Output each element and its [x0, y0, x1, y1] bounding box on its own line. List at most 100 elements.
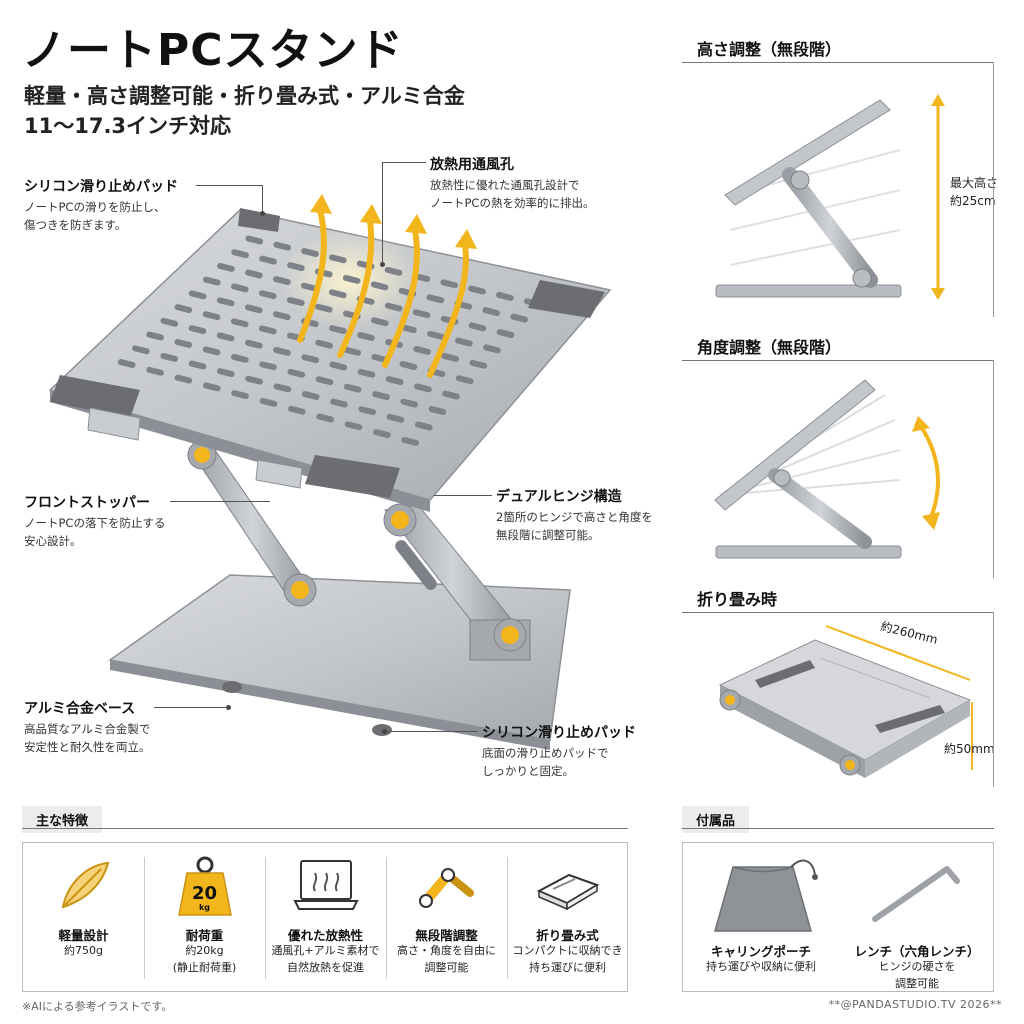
vent-slot	[259, 361, 277, 371]
page-title: ノートPCスタンド	[22, 25, 404, 76]
panel-folded-title: 折り畳み時	[697, 590, 778, 609]
vent-slot	[160, 317, 179, 327]
leader-dot	[260, 211, 265, 216]
accessories-box: キャリングポーチ 持ち運びや収納に便利 レンチ（六角レンチ） ヒンジの硬さを 調…	[682, 842, 994, 992]
weight-icon	[178, 856, 232, 916]
vent-slot	[174, 374, 193, 384]
callout-silicone-top-title: シリコン滑り止めパッド	[24, 179, 178, 195]
vent-slot	[343, 346, 362, 356]
vent-slot	[314, 303, 333, 313]
vent-slot	[301, 354, 320, 364]
vent-slot	[357, 332, 375, 341]
feature-lightweight: 軽量設計 約750g	[23, 843, 144, 993]
weight-icon-number: 20	[191, 883, 218, 904]
vent-slot	[273, 241, 292, 251]
height-adjust-diagram	[715, 99, 902, 298]
feature-name: 耐荷重	[185, 928, 224, 943]
vent-slot	[455, 375, 474, 385]
feature-separator	[507, 857, 508, 979]
vent-slot	[273, 276, 291, 286]
front-arm	[383, 503, 531, 661]
weight-icon-unit: kg	[198, 903, 211, 912]
pouch-icon	[714, 859, 818, 932]
callout-front-stopper-desc: ノートPCの落下を防止する 安心設計。	[24, 516, 166, 549]
vent-slot	[329, 361, 348, 371]
vent-slot	[496, 291, 514, 301]
feature-separator	[386, 857, 387, 979]
accessory-desc: 持ち運びや収納に便利	[706, 960, 816, 973]
accessory-name: キャリングポーチ	[710, 944, 811, 959]
vent-slot	[146, 366, 164, 376]
vent-slot	[414, 383, 432, 393]
vent-slot	[188, 325, 207, 335]
vent-slot	[384, 302, 403, 312]
vent-slot	[414, 421, 433, 431]
vent-slot	[245, 375, 263, 385]
vent-slot	[469, 359, 488, 369]
vent-slot	[188, 290, 207, 300]
feature-name: 優れた放熱性	[287, 928, 363, 943]
laptop-stand-illustration	[48, 194, 612, 750]
callout-dual-hinge-title: デュアルヒンジ構造	[496, 489, 622, 505]
heat-arrow-heads	[310, 194, 477, 249]
vent-slot	[344, 421, 363, 431]
vent-slot	[231, 390, 249, 400]
vent-slot	[328, 289, 347, 299]
vent-slot	[412, 309, 431, 319]
ai-illustration-note: ※AIによる参考イラストです。	[22, 1000, 173, 1013]
leader-line	[434, 495, 492, 496]
callout-vents-desc: 放熱性に優れた通風孔設計で ノートPCの熱を効率的に排出。	[430, 178, 595, 211]
vent-slot	[400, 398, 419, 408]
vent-slot	[442, 390, 460, 400]
height-arrow-icon	[931, 94, 945, 300]
panel-rule	[682, 62, 994, 63]
panel-vrule	[993, 612, 994, 787]
vent-slot	[244, 339, 263, 349]
callout-silicone-bottom-title: シリコン滑り止めパッド	[482, 725, 636, 741]
laptop-heat-icon	[293, 860, 359, 910]
leader-dot	[380, 262, 385, 267]
vent-slot	[301, 248, 319, 257]
feature-separator	[265, 857, 266, 979]
vent-slot	[174, 304, 193, 314]
top-pad-back-right	[528, 280, 605, 318]
vent-slot	[230, 353, 249, 363]
vent-slot	[496, 329, 515, 338]
panel-rule	[22, 828, 628, 829]
hinge-arm-icon	[419, 868, 474, 908]
vent-slot	[428, 406, 447, 415]
top-pad-front-right	[305, 455, 400, 498]
vent-slot	[287, 405, 306, 415]
leader-dot	[226, 705, 231, 710]
vent-slot	[230, 318, 249, 328]
leader-line	[196, 185, 262, 186]
callout-alu-base-title: アルミ合金ベース	[24, 701, 136, 717]
vent-slot	[330, 398, 348, 408]
panel-rule	[682, 360, 994, 361]
vent-slot	[329, 325, 347, 335]
vent-slot	[482, 307, 501, 317]
vent-slot	[342, 274, 361, 284]
leader-line	[382, 162, 426, 163]
feature-desc: 約750g	[64, 944, 103, 957]
callout-front-stopper-title: フロントストッパー	[24, 495, 150, 511]
vent-slot	[426, 294, 445, 304]
panel-rule	[682, 612, 994, 613]
vent-slot	[258, 290, 277, 300]
panel-angle-title: 角度調整（無段階）	[697, 338, 842, 357]
feature-desc: 高さ・角度を自由に 調整可能	[397, 944, 496, 974]
vent-slot	[386, 413, 405, 423]
callout-dual-hinge-desc: 2箇所のヒンジで高さと角度を 無段階に調整可能。	[496, 510, 653, 543]
feather-icon	[61, 861, 110, 909]
vent-slot	[146, 331, 164, 341]
vent-slot	[315, 376, 334, 386]
leader-line	[154, 707, 228, 708]
vent-slot	[440, 279, 459, 289]
panel-height-title: 高さ調整（無段階）	[697, 40, 842, 59]
vent-slot	[483, 344, 501, 354]
vent-slot	[384, 266, 403, 276]
vent-slot	[230, 283, 249, 293]
vent-slot	[401, 436, 420, 446]
vent-slot	[259, 397, 278, 407]
panel-vrule	[993, 360, 994, 578]
